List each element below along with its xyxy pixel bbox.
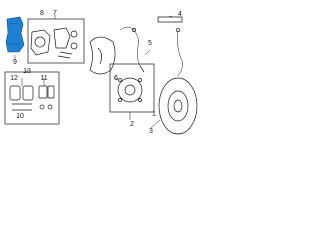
brake-pad-kit[interactable] — [4, 71, 60, 125]
caliper-bracket-highlighted[interactable] — [5, 16, 25, 53]
callout-13: 13 — [23, 68, 31, 75]
callout-9: 9 — [13, 59, 17, 66]
callout-5: 5 — [148, 40, 152, 47]
brake-hose[interactable] — [157, 16, 183, 77]
callout-11: 11 — [40, 75, 48, 82]
callout-2: 2 — [130, 121, 134, 128]
dust-shield[interactable] — [89, 36, 116, 75]
callout-4: 4 — [178, 11, 182, 18]
callout-7: 7 — [53, 10, 57, 17]
callout-1: 1 — [152, 111, 156, 118]
caliper-assembly[interactable] — [27, 18, 85, 64]
brake-rotor[interactable] — [158, 77, 198, 135]
callout-8: 8 — [40, 10, 44, 17]
callout-3: 3 — [149, 128, 153, 135]
wheel-speed-sensor-harness[interactable] — [119, 26, 145, 73]
callout-12: 12 — [10, 75, 18, 82]
hub-bearing[interactable] — [109, 63, 155, 113]
callout-6: 6 — [114, 75, 118, 82]
callout-10: 10 — [16, 113, 24, 120]
brake-assembly-diagram — [4, 15, 198, 135]
